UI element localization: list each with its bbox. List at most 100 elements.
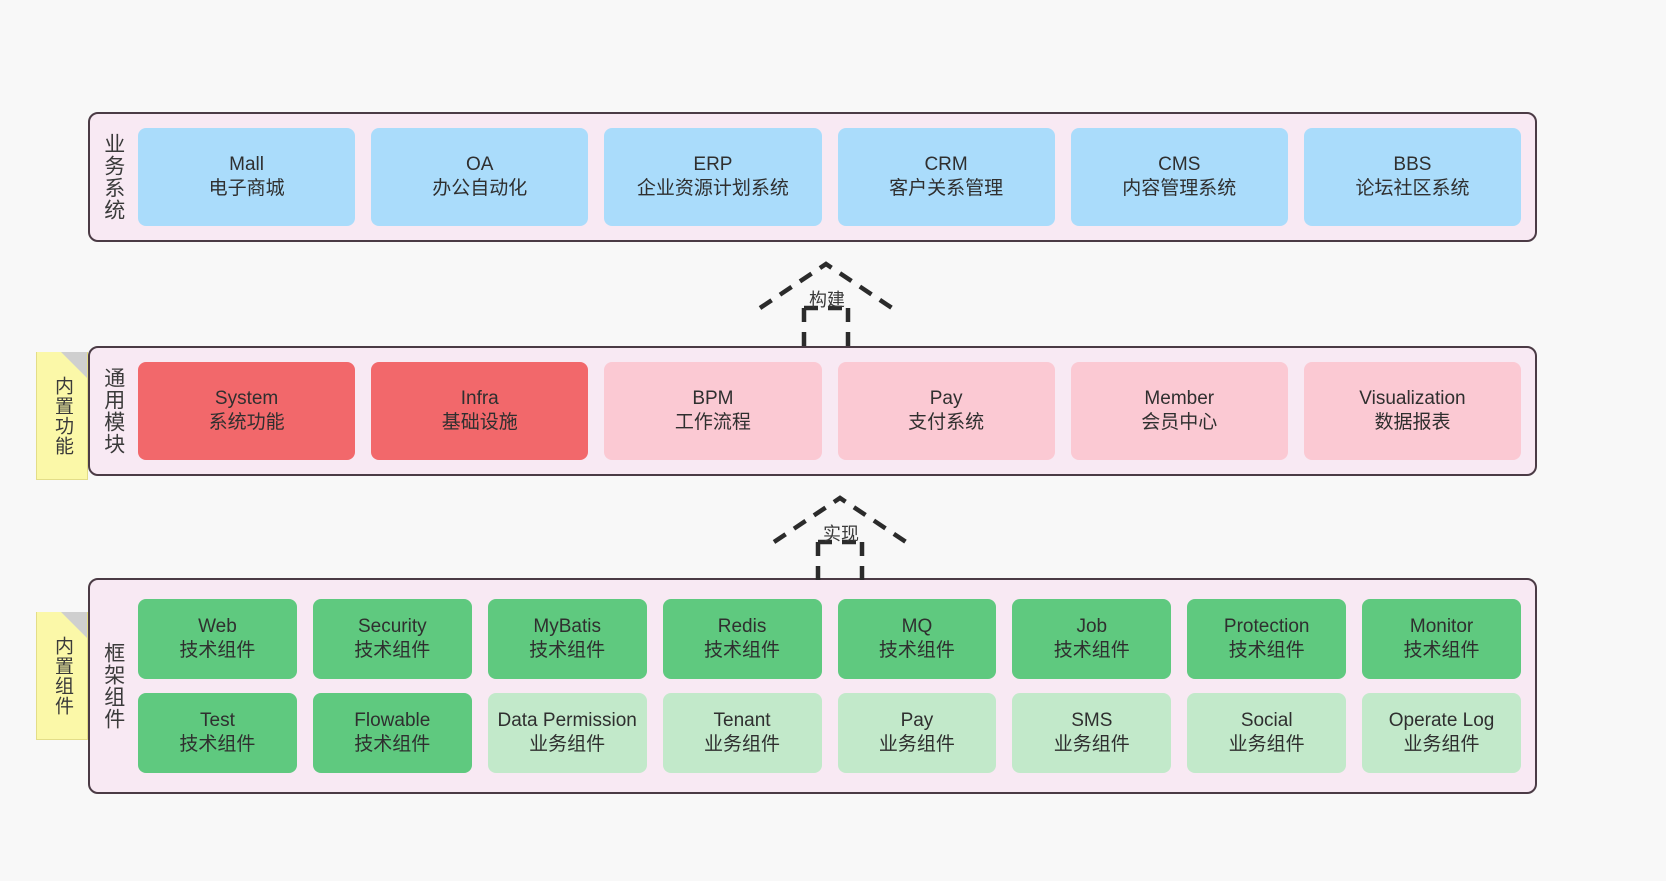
card-title-cn: 业务组件 [704,734,781,755]
card-title-en: Member [1144,387,1215,409]
card-title-en: Redis [717,615,767,637]
card-title-en: Flowable [354,709,431,731]
card-title-en: MyBatis [533,615,601,637]
card-title-cn: 企业资源计划系统 [636,178,789,199]
card-title-cn: 论坛社区系统 [1355,178,1470,199]
card-title-en: System [214,387,279,409]
card-framework-operate-log[interactable]: Operate Log 业务组件 [1362,693,1521,773]
card-title-en: Security [357,615,427,637]
card-title-cn: 业务组件 [1403,734,1480,755]
layer-title-modules: 通用模块 [101,367,125,455]
card-title-cn: 技术组件 [1053,640,1130,661]
note-builtin-components-label: 内置组件 [51,635,73,716]
card-title-en: BPM [692,387,734,409]
card-title-cn: 技术组件 [1228,640,1305,661]
card-title-cn: 数据报表 [1374,412,1451,433]
card-title-cn: 会员中心 [1141,412,1218,433]
layer-title-business: 业务系统 [101,133,125,221]
relation-implement-arrow-icon [772,495,908,580]
card-title-en: Pay [900,709,934,731]
card-title-cn: 业务组件 [529,734,606,755]
card-title-en: MQ [901,615,933,637]
card-title-en: Test [200,709,235,731]
card-framework-monitor[interactable]: Monitor 技术组件 [1362,599,1521,679]
card-framework-sms[interactable]: SMS 业务组件 [1012,693,1172,773]
card-title-cn: 技术组件 [529,640,606,661]
card-business-cms[interactable]: CMS 内容管理系统 [1070,128,1288,226]
layer-title-framework: 框架组件 [101,642,125,730]
card-title-en: BBS [1393,153,1432,175]
card-title-en: Pay [929,387,963,409]
card-title-en: Operate Log [1388,709,1495,731]
card-modules-infra[interactable]: Infra 基础设施 [371,362,589,460]
card-title-en: Job [1076,615,1108,637]
card-title-cn: 技术组件 [354,734,431,755]
layer-body-modules: System 系统功能 Infra 基础设施 BPM 工作流程 Pay 支付系统 Member 会… [136,348,1535,474]
card-modules-bpm[interactable]: BPM 工作流程 [604,362,822,460]
card-business-erp[interactable]: ERP 企业资源计划系统 [604,128,822,226]
card-title-en: Infra [460,387,499,409]
card-title-en: Mall [229,153,264,175]
note-fold-corner-icon [61,352,87,378]
card-title-cn: 系统功能 [208,412,285,433]
card-framework-flowable[interactable]: Flowable 技术组件 [312,693,472,773]
card-modules-member[interactable]: Member 会员中心 [1070,362,1288,460]
card-title-en: SMS [1071,709,1113,731]
card-framework-data-permission[interactable]: Data Permission 业务组件 [487,693,647,773]
card-title-cn: 技术组件 [878,640,955,661]
relation-build-arrow-icon [758,261,894,346]
card-framework-pay[interactable]: Pay 业务组件 [837,693,997,773]
card-title-cn: 支付系统 [908,412,985,433]
card-title-en: Social [1240,709,1293,731]
card-title-cn: 技术组件 [1403,640,1480,661]
card-title-cn: 工作流程 [674,412,751,433]
card-modules-system[interactable]: System 系统功能 [138,362,356,460]
card-title-en: Web [198,615,237,637]
card-framework-test[interactable]: Test 技术组件 [138,693,297,773]
card-title-en: ERP [693,153,733,175]
note-builtin-features: 内置功能 [36,352,88,480]
card-framework-mybatis[interactable]: MyBatis 技术组件 [487,599,647,679]
relation-implement-label: 实现 [823,524,859,544]
card-modules-visualization[interactable]: Visualization 数据报表 [1303,362,1522,460]
card-framework-redis[interactable]: Redis 技术组件 [662,599,822,679]
relation-build: 构建 [756,258,906,346]
note-fold-corner-icon [61,612,87,638]
card-title-cn: 技术组件 [354,640,431,661]
note-builtin-components: 内置组件 [36,612,88,740]
card-title-en: CMS [1158,153,1201,175]
card-framework-protection[interactable]: Protection 技术组件 [1187,599,1347,679]
card-title-en: Data Permission [497,709,637,731]
card-title-en: CRM [924,153,968,175]
card-title-cn: 电子商城 [208,178,285,199]
card-title-cn: 基础设施 [441,412,518,433]
card-title-cn: 业务组件 [1053,734,1130,755]
card-title-en: Monitor [1409,615,1474,637]
card-framework-social[interactable]: Social 业务组件 [1187,693,1347,773]
card-title-en: Protection [1223,615,1310,637]
card-title-cn: 技术组件 [179,734,256,755]
card-modules-pay[interactable]: Pay 支付系统 [837,362,1055,460]
card-title-cn: 业务组件 [878,734,955,755]
card-business-bbs[interactable]: BBS 论坛社区系统 [1303,128,1522,226]
card-title-en: Visualization [1359,387,1466,409]
card-title-cn: 业务组件 [1228,734,1305,755]
card-framework-job[interactable]: Job 技术组件 [1012,599,1172,679]
card-title-cn: 内容管理系统 [1122,178,1237,199]
card-business-mall[interactable]: Mall 电子商城 [138,128,356,226]
card-framework-mq[interactable]: MQ 技术组件 [837,599,997,679]
relation-build-label: 构建 [809,290,845,310]
layer-common-modules[interactable]: 通用模块 System 系统功能 Infra 基础设施 BPM 工作流程 Pay 支付系统 Me… [88,346,1537,476]
note-builtin-features-label: 内置功能 [51,375,73,456]
card-framework-security[interactable]: Security 技术组件 [312,599,472,679]
card-title-cn: 技术组件 [704,640,781,661]
